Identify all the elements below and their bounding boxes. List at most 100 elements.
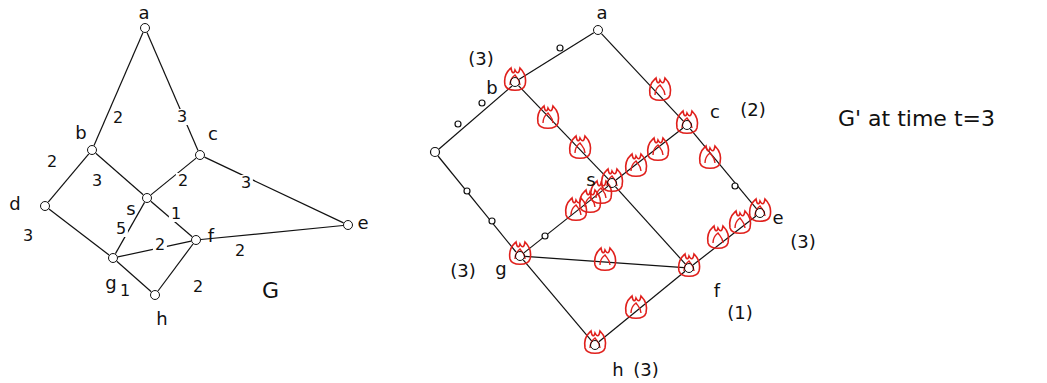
graph-vertex: d — [40, 201, 50, 211]
vertex-label: s — [586, 171, 595, 189]
graph-vertex: e — [343, 220, 353, 230]
vertex-dot — [431, 148, 440, 157]
edge-weight: 2 — [45, 154, 59, 170]
vertex-label: b — [75, 124, 86, 142]
graph-edge — [151, 201, 192, 236]
vertex-label: f — [208, 227, 214, 245]
vertex-label: b — [486, 79, 497, 97]
fire-mark — [510, 242, 531, 264]
subdivision-dot — [489, 218, 495, 224]
vertex-label: f — [714, 282, 720, 300]
graph-edge — [519, 33, 594, 80]
fire-mark — [626, 296, 647, 318]
fire-mark — [730, 211, 751, 233]
vertex-label: s — [126, 200, 135, 218]
graph-edge — [151, 158, 196, 195]
edge-weight: 2 — [233, 243, 247, 259]
edge-weight: 2 — [111, 110, 125, 126]
graph-vertex: s — [142, 193, 152, 203]
edge-weight: 2 — [176, 173, 190, 189]
vertex-label: h — [156, 310, 167, 328]
fire-mark — [505, 68, 526, 90]
graph-edge — [201, 225, 343, 239]
graph-vertex: b — [87, 145, 97, 155]
fire-mark — [677, 111, 698, 133]
fire-mark — [650, 78, 671, 100]
burn-time-label: (2) — [740, 101, 766, 119]
fire-mark — [595, 248, 616, 270]
vertex-label: g — [495, 260, 506, 278]
vertex-label: e — [357, 214, 368, 232]
fire-mark — [708, 226, 729, 248]
vertex-label: g — [105, 274, 116, 292]
graph-line — [439, 86, 512, 149]
fire-mark — [679, 254, 700, 276]
burn-time-label: (3) — [790, 233, 816, 251]
graph-edge — [518, 86, 608, 180]
graph-vertex: a — [593, 25, 603, 35]
graph-edge — [523, 260, 592, 341]
graph-edge — [205, 157, 344, 223]
graph-edge — [690, 129, 757, 209]
fire-mark — [700, 146, 721, 168]
graph-edge — [525, 256, 684, 267]
graph-edge — [94, 33, 143, 146]
graph-edge — [147, 33, 198, 151]
graph-vertex: s — [607, 178, 617, 188]
subdivision-dots — [431, 45, 739, 239]
unlabeled-vertex-lines — [438, 86, 516, 252]
fire-mark — [538, 106, 559, 128]
graph-vertex: g(3) — [515, 251, 525, 261]
fire-mark — [566, 198, 587, 220]
edge-weight: 3 — [90, 173, 104, 189]
subdivision-dot — [557, 45, 563, 51]
edge-weight: 3 — [21, 228, 35, 244]
fire-mark — [750, 199, 771, 221]
graph-edge — [599, 271, 685, 342]
subdivision-dot — [455, 121, 461, 127]
burn-time-label: (3) — [468, 50, 494, 68]
edge-weight: 2 — [191, 279, 205, 295]
graph-vertex: g — [108, 253, 118, 263]
burn-time-label: (1) — [727, 304, 753, 322]
vertex-label: h — [612, 361, 623, 379]
edge-weight: 3 — [239, 175, 253, 191]
graph-vertex: e(3) — [755, 208, 765, 218]
graph-vertex: f(1) — [684, 263, 694, 273]
graph-edge — [615, 187, 685, 265]
vertex-label: e — [772, 209, 783, 227]
fire-mark — [585, 331, 606, 353]
subdivision-dot — [479, 100, 485, 106]
graph-vertex: f — [191, 235, 201, 245]
fire-mark — [570, 136, 591, 158]
graph-edge — [616, 128, 683, 180]
fire-mark — [648, 138, 669, 160]
graph-edge — [601, 34, 683, 122]
edge-weight: 1 — [169, 206, 183, 222]
fire-mark — [626, 154, 647, 176]
edge-weight: 2 — [153, 237, 167, 253]
subdivision-dot — [464, 188, 470, 194]
subdivision-dot — [542, 233, 548, 239]
vertex-label: d — [9, 195, 20, 213]
burn-time-label: (3) — [633, 361, 659, 379]
graph-vertex: h(3) — [590, 340, 600, 350]
edge-weight: 1 — [118, 283, 132, 299]
graph-vertex: c — [195, 150, 205, 160]
graph-vertex: b(3) — [510, 77, 520, 87]
graph-edge — [693, 216, 756, 265]
vertex-label: c — [208, 125, 218, 143]
graph-edge — [49, 209, 109, 255]
vertex-label: a — [596, 4, 607, 22]
fire-mark — [602, 169, 623, 191]
graph-name: G' at time t=3 — [838, 108, 995, 130]
graph-edge — [524, 186, 608, 253]
edge-weight: 5 — [114, 221, 128, 237]
subdivision-dot — [732, 183, 738, 189]
vertex-label: a — [138, 4, 149, 22]
graph-vertex: a — [140, 23, 150, 33]
burn-time-label: (3) — [450, 262, 476, 280]
graph-line — [438, 156, 516, 252]
fire-marks — [505, 68, 771, 353]
edge-weight: 3 — [175, 109, 189, 125]
